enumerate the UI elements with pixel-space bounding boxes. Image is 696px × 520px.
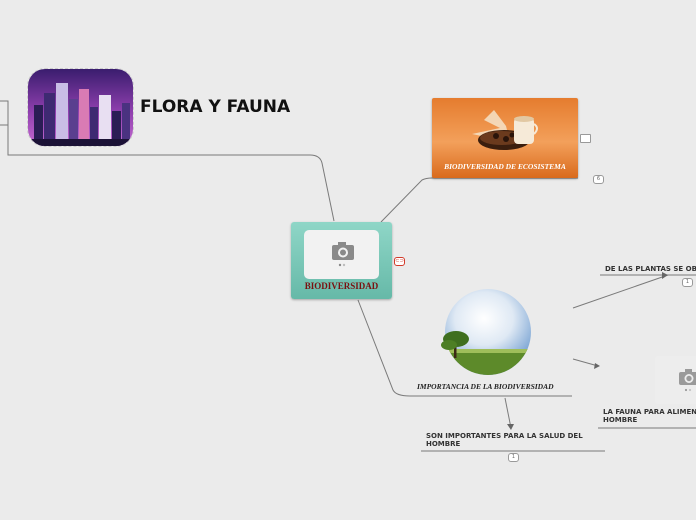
plantas-count-badge[interactable]: 1 [682,278,693,287]
link-icon[interactable]: ⊂⊃ [394,257,405,266]
coffee-illustration [472,110,538,150]
importancia-node-label[interactable]: IMPORTANCIA DE LA BIODIVERSIDAD [417,382,554,391]
fauna-node-label[interactable]: LA FAUNA PARA ALIMEN HOMBRE [603,408,696,424]
central-node-label: BIODIVERSIDAD [304,281,379,291]
salud-label-line2: HOMBRE [426,440,461,448]
camera-icon [679,369,696,392]
ecosistema-node-label: BIODIVERSIDAD DE ECOSISTEMA [444,162,566,171]
city-photo [27,68,134,147]
camera-icon [332,242,354,267]
fauna-label-line1: LA FAUNA PARA ALIMEN [603,408,696,416]
note-icon[interactable] [580,134,591,143]
landscape-photo [434,287,534,377]
fauna-photo-placeholder [655,356,696,404]
root-title[interactable]: FLORA Y FAUNA [140,97,291,117]
fauna-label-line2: HOMBRE [603,416,638,424]
plantas-node-label[interactable]: DE LAS PLANTAS SE OB [605,265,696,273]
ecosistema-count-badge[interactable]: 6 [593,175,604,184]
central-node[interactable]: BIODIVERSIDAD [291,222,392,299]
salud-label-line1: SON IMPORTANTES PARA LA SALUD DEL [426,432,583,440]
salud-count-badge[interactable]: 1 [508,453,519,462]
photo-placeholder [304,230,379,279]
ecosistema-node[interactable]: BIODIVERSIDAD DE ECOSISTEMA [432,98,578,178]
salud-node-label[interactable]: SON IMPORTANTES PARA LA SALUD DEL HOMBRE [426,432,583,448]
